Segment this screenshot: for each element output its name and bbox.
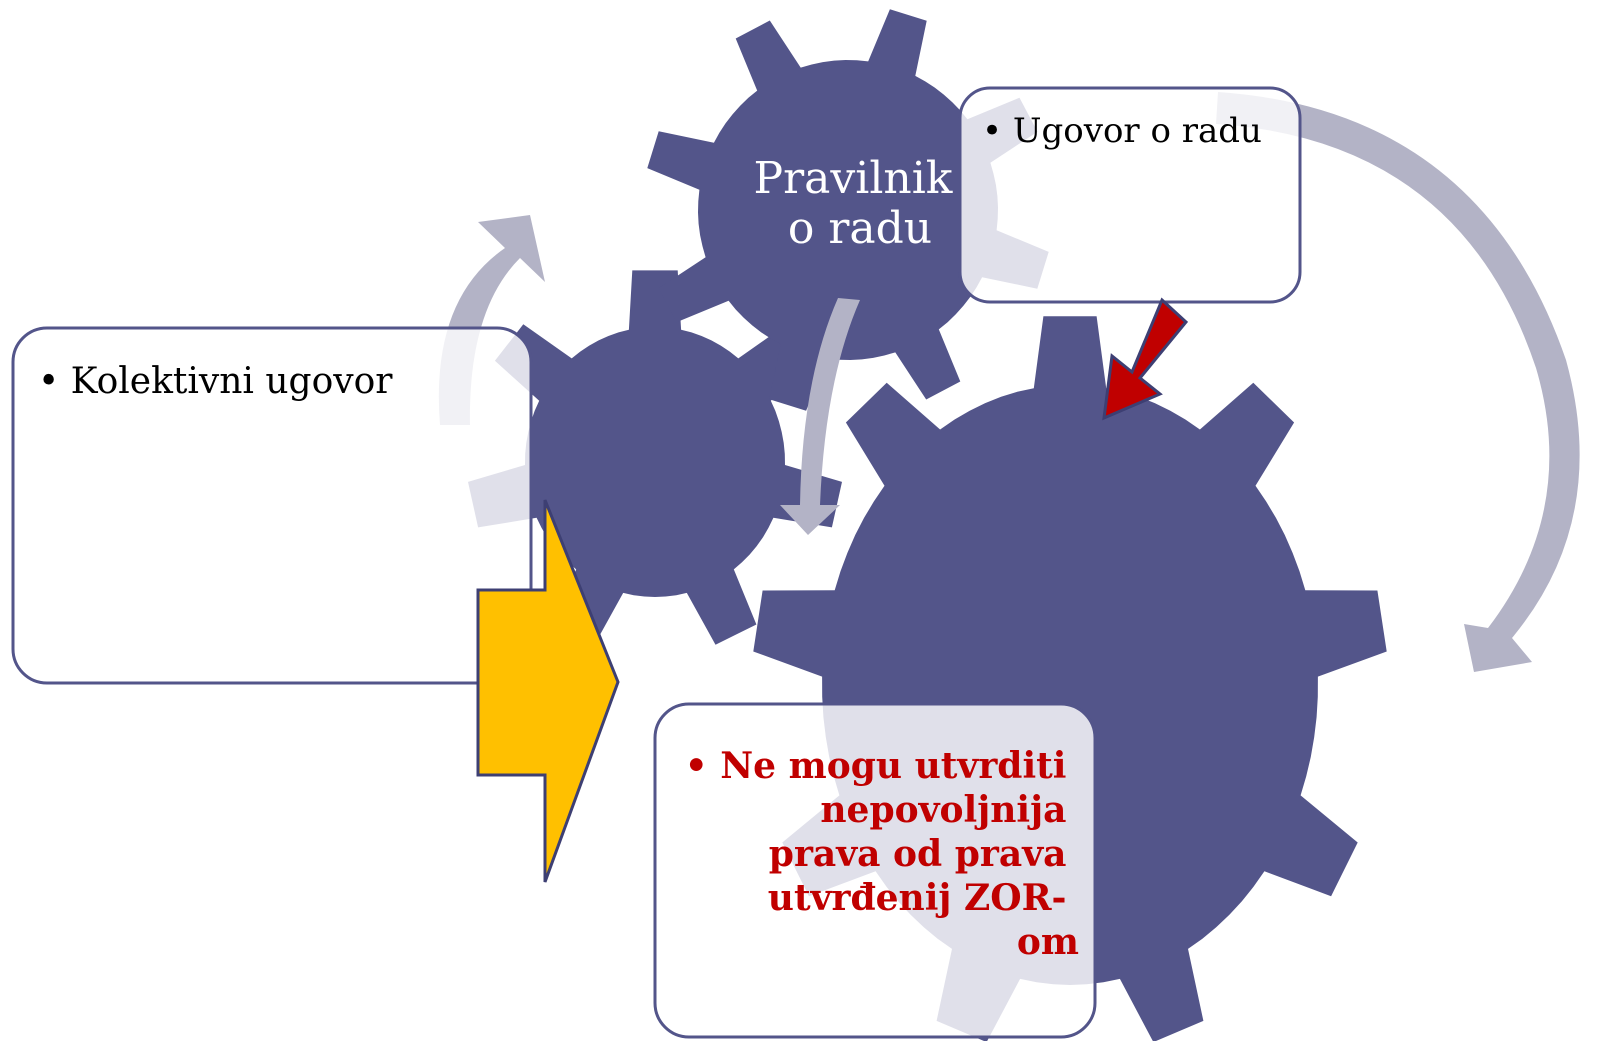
arrow-small-gear-cycle (780, 298, 860, 535)
emphasis-line-4: utvrđenij ZOR- (768, 877, 1067, 919)
kolektivni-ugovor-box (11, 326, 533, 685)
emphasis-line-1: • Ne mogu utvrditi (685, 745, 1067, 787)
emphasis-line-3: prava od prava (769, 833, 1067, 875)
ugovor-o-radu-text: • Ugovor o radu (982, 111, 1262, 151)
emphasis-line-2: nepovoljnija (820, 789, 1066, 831)
gear-small-label: Pravilnik o radu (754, 153, 967, 254)
yellow-arrow (476, 499, 620, 883)
emphasis-line-5: om (1017, 921, 1079, 963)
arrow-large-gear-cycle (1216, 92, 1580, 672)
red-arrow (1102, 297, 1189, 421)
emphasis-text: • Ne mogu utvrditi nepovoljnija prava od… (685, 745, 1079, 963)
emphasis-box (653, 702, 1097, 1039)
kolektivni-ugovor-text: • Kolektivni ugovor (38, 361, 393, 402)
ugovor-o-radu-box (958, 86, 1302, 304)
gear-small (647, 9, 1049, 411)
